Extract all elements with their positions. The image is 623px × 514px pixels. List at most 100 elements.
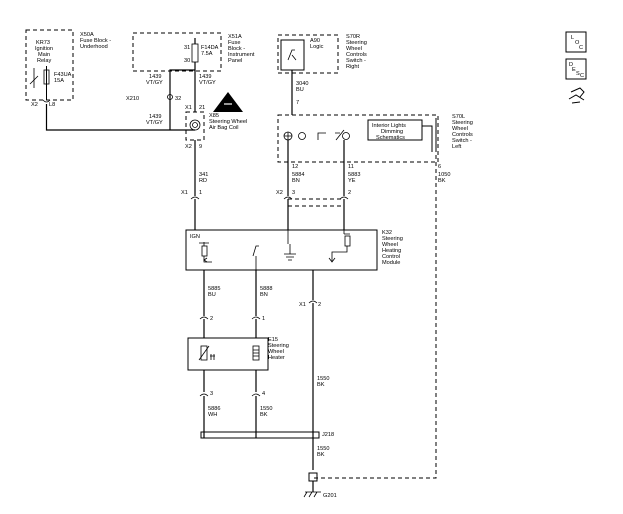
s70r-line: S70R (346, 34, 360, 40)
x51a-line: X51A (228, 34, 242, 40)
pin-label: X210 (126, 96, 139, 102)
connector-icon (42, 99, 51, 103)
wire-color: RD (199, 178, 207, 184)
legend-letter: D (569, 62, 573, 68)
svg-text:1550: 1550 (317, 376, 329, 382)
connector-icon (308, 300, 318, 304)
coil-icon (189, 119, 201, 131)
svg-text:7.5A: 7.5A (201, 51, 213, 57)
svg-text:IGN: IGN (190, 234, 200, 240)
wire-color: BK (438, 178, 446, 184)
kr73-line: Main (38, 52, 50, 58)
pin-label: 2 (210, 316, 213, 322)
location-icon[interactable] (565, 31, 587, 53)
svg-text:Wheel: Wheel (346, 46, 362, 52)
svg-text:Underhood: Underhood (80, 44, 108, 50)
svg-text:KR73: KR73 (36, 40, 50, 46)
wires-switch-left (287, 140, 345, 196)
svg-text:X1: X1 (299, 302, 306, 308)
s70l-line: Steering (452, 120, 473, 126)
wire-number: 5885 (208, 286, 220, 292)
svg-text:L8: L8 (49, 102, 55, 108)
svg-text:X1: X1 (185, 105, 192, 111)
fuse-block-ip-outline (132, 32, 222, 72)
svg-text:S70L: S70L (452, 114, 465, 120)
k32-outline (185, 229, 378, 271)
k32-line: Heating (382, 248, 401, 254)
pin-label: 2 (348, 190, 351, 196)
wire-1439-underhood (45, 104, 195, 131)
s70r-line: Controls (346, 52, 367, 58)
wire-number: 5888 (260, 286, 272, 292)
pin-label: X2 (31, 102, 38, 108)
svg-text:3: 3 (292, 190, 295, 196)
x51a-line: Instrument (228, 52, 255, 58)
svg-text:5884: 5884 (292, 172, 304, 178)
svg-text:J218: J218 (322, 432, 334, 438)
fuse-block-instrument-panel: 31 30 F14DA 7.5A X51A Fuse Block - Instr… (132, 32, 255, 72)
svg-text:RD: RD (199, 178, 207, 184)
arrow-icon (328, 257, 336, 263)
pin-label: 11 (348, 164, 354, 170)
steering-heating-control-module: IGN K32 Steering Wheel Heating Control M… (185, 229, 403, 271)
svg-text:S: S (576, 71, 580, 77)
e15-line: Wheel (268, 349, 284, 355)
j218-splice-bar (200, 431, 320, 439)
description-icon[interactable] (565, 58, 587, 80)
svg-text:11: 11 (348, 164, 354, 170)
svg-text:3: 3 (210, 391, 213, 397)
ground-label: G201 (323, 493, 337, 499)
svg-text:1439: 1439 (199, 74, 211, 80)
steering-switch-left: Interior Lights Dimming Schematics S70L … (277, 114, 473, 163)
svg-text:X2: X2 (31, 102, 38, 108)
a90-line: Logic (310, 44, 324, 50)
svg-text:32: 32 (175, 96, 181, 102)
svg-text:21: 21 (199, 105, 205, 111)
svg-text:Controls: Controls (452, 132, 473, 138)
k32-ign-label: IGN (190, 234, 200, 240)
svg-text:Steering: Steering (452, 120, 473, 126)
k32-line: Wheel (382, 242, 398, 248)
svg-text:Block -: Block - (228, 46, 245, 52)
svg-text:Dimming: Dimming (381, 129, 403, 135)
fuse-block-underhood: X50A Fuse Block - Underhood KR73 Ignitio… (25, 29, 111, 108)
legend-letter: C (580, 73, 584, 79)
svg-text:S70R: S70R (346, 34, 360, 40)
wire-number: 1439 (149, 114, 161, 120)
svg-text:BU: BU (208, 292, 216, 298)
f14da-label: F14DA (201, 45, 219, 51)
wire-color: VT/GY (199, 80, 216, 86)
svg-text:L: L (571, 35, 574, 41)
svg-text:30: 30 (184, 58, 190, 64)
f14da-rating: 7.5A (201, 51, 213, 57)
svg-text:BK: BK (317, 382, 325, 388)
s70r-line: Switch - (346, 58, 366, 64)
wire-color: BK (317, 382, 325, 388)
pin-label: 32 (175, 96, 181, 102)
svg-text:2: 2 (348, 190, 351, 196)
svg-text:Heater: Heater (268, 355, 285, 361)
svg-text:Right: Right (346, 64, 360, 70)
wire-number: 1550 (317, 446, 329, 452)
svg-text:Fuse: Fuse (228, 40, 240, 46)
pin-label: 2 (318, 302, 321, 308)
e15-outline (187, 337, 269, 371)
svg-text:VT/GY: VT/GY (146, 80, 163, 86)
svg-text:G201: G201 (323, 493, 337, 499)
lamp-icon (298, 132, 306, 140)
f43ua-label: F43UA (54, 72, 72, 78)
x50a-line: Underhood (80, 44, 108, 50)
svg-text:Switch -: Switch - (452, 138, 472, 144)
interior-lights-line: Dimming (381, 129, 403, 135)
wire-color: WH (208, 412, 217, 418)
relay-contact-icon (29, 68, 39, 88)
pin-label: 12 (292, 164, 298, 170)
connector-view-icon[interactable] (568, 87, 585, 104)
svg-text:Steering: Steering (268, 343, 289, 349)
pin-label: X1 (181, 190, 188, 196)
fuse-icon (191, 43, 199, 63)
legend-letter: C (579, 45, 583, 51)
svg-text:Main: Main (38, 52, 50, 58)
s70r-line: Wheel (346, 46, 362, 52)
svg-text:X2: X2 (185, 144, 192, 150)
